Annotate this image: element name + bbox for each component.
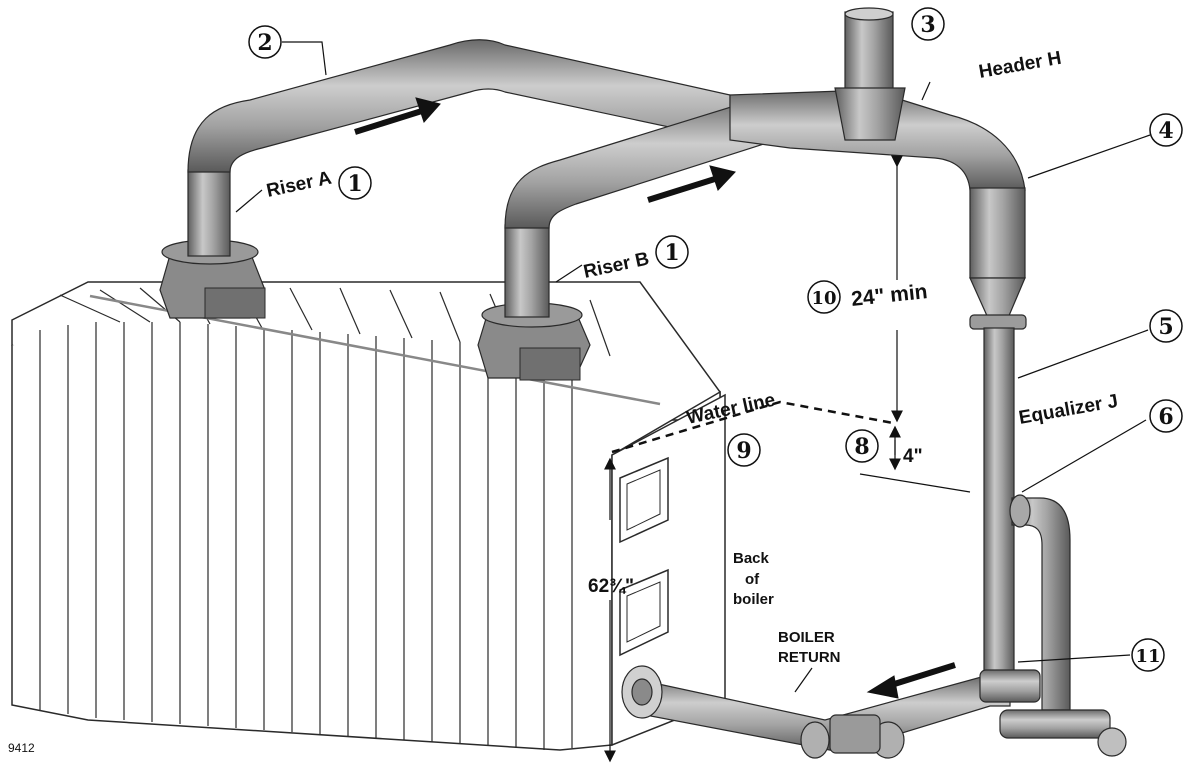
dimension-lines <box>235 41 1151 763</box>
height-label: 62¾" <box>588 576 634 597</box>
callout-c11-circle <box>1131 638 1165 672</box>
water-line <box>611 400 894 454</box>
callout-c2-circle <box>248 25 282 59</box>
callout-c6: 6 <box>1158 404 1173 430</box>
callout-circles <box>248 7 1183 672</box>
dim-4-label: 4" <box>903 446 923 467</box>
callout-c8: 8 <box>854 434 869 460</box>
piping <box>187 7 1127 759</box>
callout-c9: 9 <box>736 438 751 464</box>
boiler-return-line1: BOILER <box>778 629 835 646</box>
riser-a-label: Riser A <box>265 168 334 202</box>
min-24-label: 24" min <box>850 280 928 311</box>
riser-b-pipe <box>504 224 550 318</box>
equalizer-j-label: Equalizer J <box>1017 391 1119 429</box>
callout-c1a: 1 <box>347 171 362 197</box>
riser-b-label: Riser B <box>582 249 651 283</box>
callout-c4-circle <box>1149 113 1183 147</box>
callout-c1b: 1 <box>664 240 679 266</box>
riser-a-runout <box>187 39 731 173</box>
back-of-boiler-line3: boiler <box>733 591 774 608</box>
callout-c9-circle <box>727 433 761 467</box>
callout-c1b-circle <box>655 235 689 269</box>
back-of-boiler-line2: of <box>745 571 760 588</box>
callout-c3-circle <box>911 7 945 41</box>
callout-c5-circle <box>1149 309 1183 343</box>
callout-c2: 2 <box>257 30 272 56</box>
riser-a-pipe <box>187 169 231 257</box>
equalizer-j-pipe <box>983 327 1015 684</box>
callout-c10: 10 <box>811 288 836 309</box>
callout-c4: 4 <box>1158 118 1173 144</box>
callout-numbers: 1 1 2 3 4 5 6 8 9 10 11 <box>257 12 1173 667</box>
boiler-body <box>11 281 726 751</box>
flow-arrows <box>354 97 956 699</box>
boiler-return-line2: RETURN <box>778 649 841 666</box>
header-h-label: Header H <box>977 48 1063 83</box>
figure-id: 9412 <box>8 741 35 755</box>
callout-c5: 5 <box>1158 314 1173 340</box>
callout-c6-circle <box>1149 399 1183 433</box>
callout-c3: 3 <box>920 12 935 38</box>
supply-outlet-pipe <box>844 11 894 93</box>
back-of-boiler-line1: Back <box>733 550 770 567</box>
callout-c8-circle <box>845 429 879 463</box>
callout-c11: 11 <box>1135 646 1160 667</box>
callout-c1a-circle <box>338 166 372 200</box>
riser-b-runout <box>504 97 771 229</box>
callout-c10-circle <box>807 280 841 314</box>
